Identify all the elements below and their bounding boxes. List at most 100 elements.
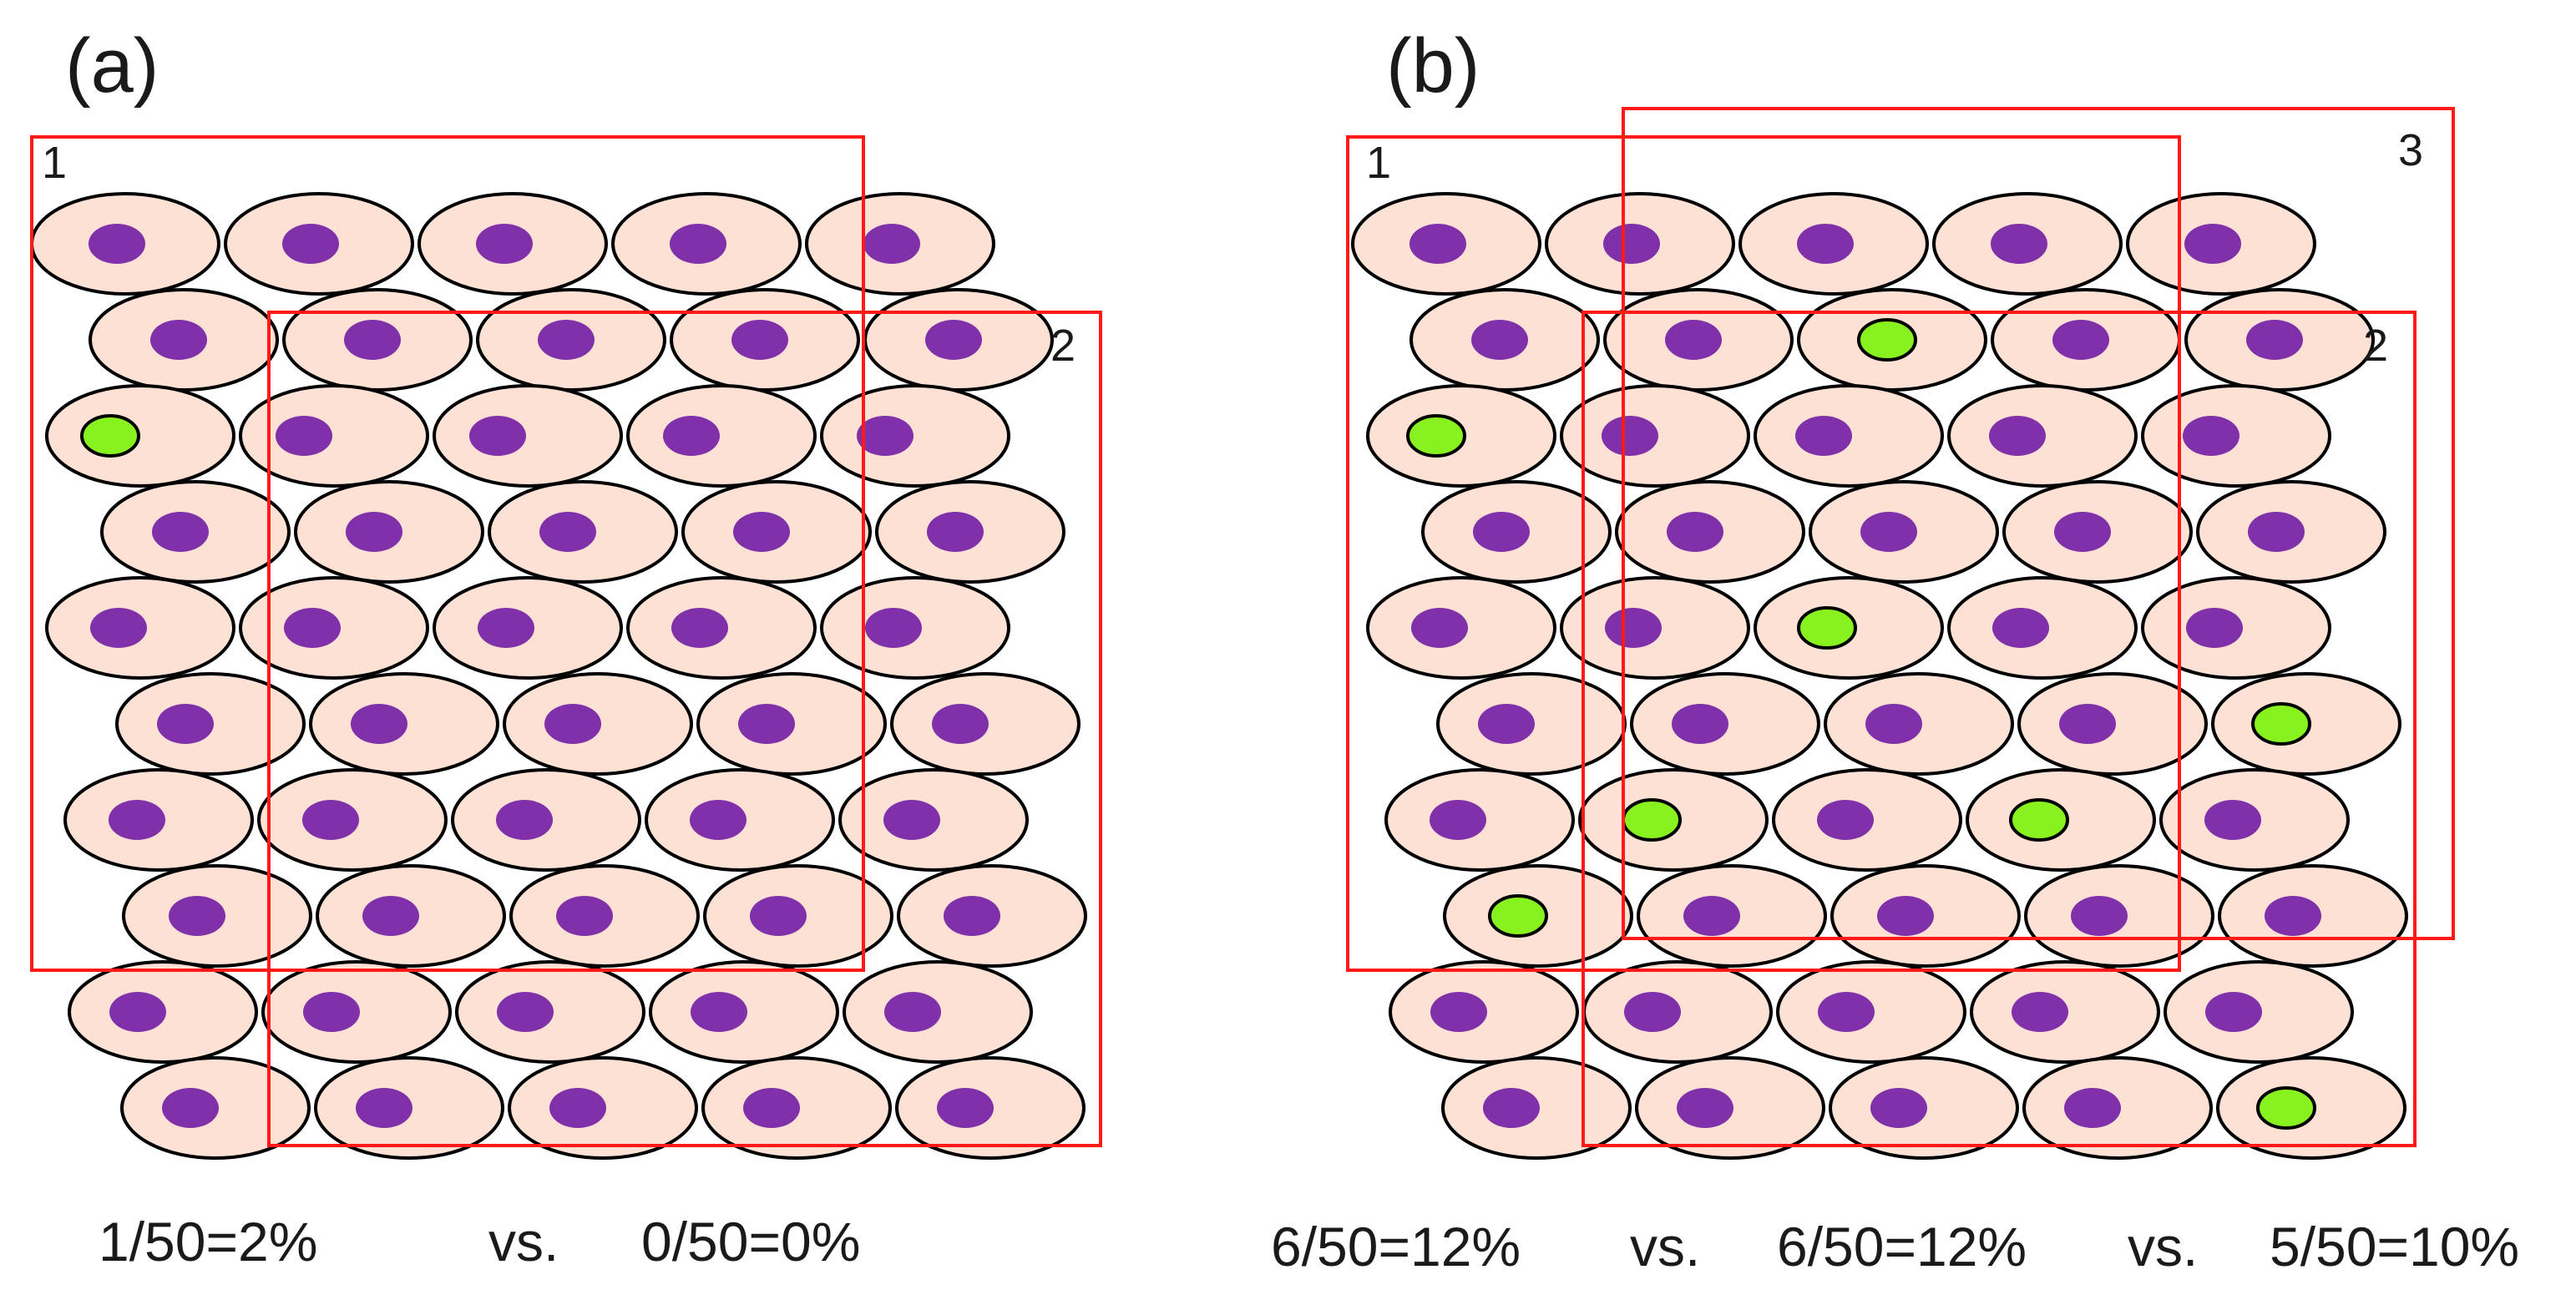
nucleus [927,512,984,552]
nucleus [738,704,795,744]
caption-b-3: 5/50=10% [2270,1216,2519,1277]
nucleus [152,512,209,552]
nucleus [670,224,726,264]
cell [1829,1056,2019,1160]
nucleus [169,896,225,936]
caption-a-vs: vs. [488,1211,559,1272]
nucleus [162,1088,219,1128]
cell [1635,1056,1825,1160]
panel-b: (b) 1 2 3 6/50=12% vs. 6/50=12% vs. 5/50… [1271,23,2519,1277]
cell [1824,672,2014,776]
cell [2196,480,2386,584]
nucleus [863,224,920,264]
nucleus [691,992,747,1032]
cell [239,576,429,680]
cell [2184,288,2375,392]
cell [451,768,641,872]
sampling-box-2 [267,311,1102,1147]
cell [455,960,645,1064]
cell [120,1056,311,1160]
cell [1351,192,1541,296]
nucleus [1411,608,1468,648]
nucleus [344,320,401,360]
nucleus [2205,992,2262,1032]
nucleus [1665,320,1722,360]
box-label-b-2: 2 [2363,321,2388,371]
cell [1366,384,1556,488]
cell [1772,768,1962,872]
nucleus [2054,512,2111,552]
sampling-box-2 [1582,311,2417,1147]
cell [681,480,872,584]
cell [224,192,414,296]
cell-membrane [239,384,429,488]
nucleus [944,896,1000,936]
nucleus [1677,1088,1733,1128]
cell [2141,384,2331,488]
cell [1421,480,1612,584]
nucleus [884,992,941,1032]
box-label-b-3: 3 [2398,125,2423,175]
nucleus [1817,800,1874,840]
nucleus [2052,320,2109,360]
cell [1603,288,1794,392]
cell [509,864,700,968]
cell [1991,288,2181,392]
cell [1947,384,2138,488]
cell [701,1056,892,1160]
cell [1443,864,1633,968]
cell [433,384,623,488]
cell [1776,960,1966,1064]
panel-label-b: (b) [1386,23,1480,109]
cell [2141,576,2331,680]
caption-b-vs-1: vs. [1630,1216,1700,1277]
cell [1389,960,1579,1064]
nucleus [2204,800,2261,840]
cell [1582,960,1773,1064]
cell [2024,864,2214,968]
nucleus [282,224,339,264]
positive-nucleus [1797,606,1857,650]
cell-membrane [433,384,623,488]
cell [2211,672,2401,776]
cell [1409,288,1600,392]
cell [649,960,839,1064]
nucleus [2265,896,2321,936]
sampling-box-3 [1622,107,2455,940]
panel-label-a: (a) [65,23,159,109]
nucleus [2246,320,2303,360]
cell [257,768,448,872]
nucleus [346,512,402,552]
cell [2164,960,2354,1064]
cell [626,576,817,680]
nucleus [276,416,332,456]
nucleus [671,608,728,648]
cell [820,576,1010,680]
nucleus [2248,512,2305,552]
positive-nucleus [2009,798,2069,842]
cell [68,960,258,1064]
cell [1384,768,1575,872]
nucleus [469,416,526,456]
nucleus [356,1088,412,1128]
cell [30,192,220,296]
cell [1560,384,1750,488]
box-label-b-1: 1 [1366,138,1391,188]
cell [897,864,1087,968]
nucleus [284,608,341,648]
nucleus [2059,704,2116,744]
cell [1966,768,2156,872]
cell [626,384,817,488]
nucleus [2183,416,2239,456]
nucleus [750,896,807,936]
nucleus [883,800,940,840]
nucleus [1991,224,2047,264]
cell [2159,768,2350,872]
cell [875,480,1065,584]
nucleus [1667,512,1723,552]
cell [314,1056,504,1160]
box-label-a-1: 1 [42,138,67,188]
cell [45,384,235,488]
nucleus [1672,704,1728,744]
nucleus [1797,224,1854,264]
